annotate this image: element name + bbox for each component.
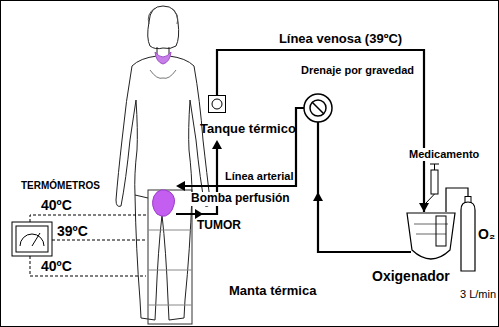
flow-arrowheads: [176, 140, 323, 219]
drug-label: Medicamento: [408, 148, 480, 161]
edge-label: Línea venosa (39ºC): [278, 32, 403, 47]
thermometer-leads: [30, 215, 146, 276]
thermal-blanket: [148, 190, 192, 324]
part-name: TUMOR: [196, 219, 242, 233]
oxygenator-vessel: [406, 212, 456, 267]
patient-figure: [116, 6, 210, 320]
temperature-value: 40ºC: [40, 197, 73, 213]
part-name: Bomba perfusión: [190, 192, 291, 206]
tumor-mass: [153, 190, 175, 217]
part-name: TERMÓMETROS: [20, 180, 101, 192]
node-title: Oxigenador: [372, 268, 456, 284]
temperature-value: 40ºC: [40, 258, 73, 274]
line-name: Línea arterial: [224, 170, 294, 183]
thermometer-gauge: [12, 222, 52, 256]
syringe-symbol: [426, 164, 439, 203]
part-name: Manta térmica: [228, 284, 317, 299]
node-title: O₂: [478, 226, 495, 242]
node-title: Tanque térmico: [200, 121, 296, 136]
gas-cylinder: [460, 196, 476, 272]
perfusion-lines: [176, 108, 411, 252]
perfusion-pump: [304, 94, 332, 122]
tank-symbol: [208, 95, 226, 113]
flow-rate: 3 L/min: [460, 288, 496, 300]
oxygenator: Oxigenador: [372, 212, 456, 284]
oxygen-cylinder: O₂ 3 L/min: [460, 196, 498, 304]
line-note: Drenaje por gravedad: [300, 64, 415, 77]
heat-tank: Tanque térmico: [200, 95, 296, 136]
temperature-value: 39ºC: [56, 223, 89, 239]
